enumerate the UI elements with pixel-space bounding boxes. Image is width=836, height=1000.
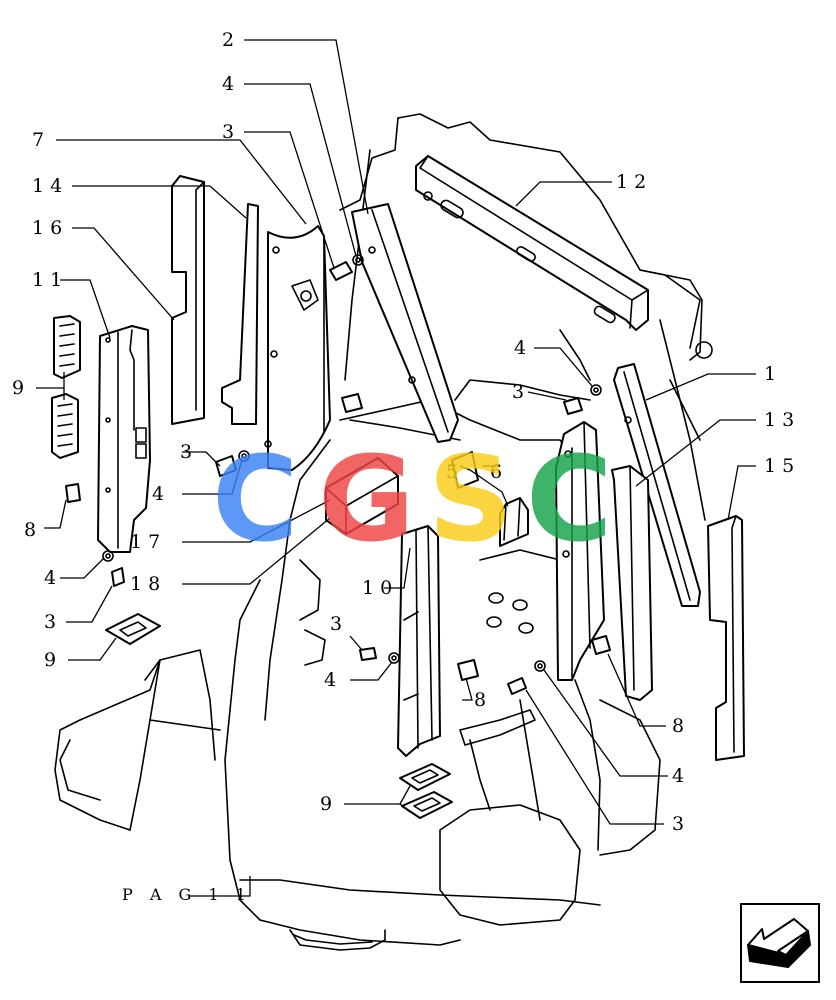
part-1-right-trim	[613, 363, 701, 607]
callout-label: 1	[764, 363, 776, 385]
callout-label: 9	[44, 649, 56, 671]
callout-label: 1 6	[32, 217, 62, 239]
watermark-letter-c1: C	[212, 430, 299, 568]
watermark-letter-c2: C	[526, 430, 613, 568]
callout-label: 4	[222, 73, 234, 95]
callout-label: 3	[330, 613, 342, 635]
fasteners	[65, 254, 611, 695]
cgsc-watermark: C G S C	[212, 430, 613, 568]
back-arrow-button[interactable]	[740, 903, 820, 983]
callout-label: 1 1	[32, 269, 62, 291]
callout-label: 6	[490, 461, 502, 483]
callout-label: 1 2	[616, 171, 646, 193]
part-16-foam-strip	[171, 175, 205, 425]
callout-label: 8	[474, 689, 486, 711]
callout-label: 4	[514, 337, 526, 359]
callout-label: 8	[672, 715, 684, 737]
watermark-letter-g: G	[318, 430, 415, 568]
callout-label: 1 3	[764, 409, 794, 431]
callout-label: 4	[152, 483, 164, 505]
callout-label: 2	[222, 29, 234, 51]
callout-label: 9	[320, 793, 332, 815]
callout-numbers: 2 4 3 7 1 4 1 6 1 1 9 8 4 3 9 1 2 4 3 1 …	[12, 29, 794, 904]
part-14-trim-strip	[221, 203, 259, 425]
cab-frame	[54, 113, 713, 951]
callout-label: 1 7	[130, 531, 160, 553]
part-13-post-cover	[611, 465, 653, 701]
callout-label: 3	[222, 121, 234, 143]
watermark-letter-s: S	[428, 430, 513, 568]
callout-label: 9	[12, 377, 24, 399]
page-reference: P A G 1 1	[122, 885, 252, 904]
callout-label: 1 0	[362, 577, 392, 599]
part-7-pillar-cover	[264, 225, 331, 471]
part-5-clip	[451, 451, 479, 489]
part-6-clip	[499, 497, 529, 547]
callout-label: 3	[512, 381, 524, 403]
callout-label: 3	[180, 441, 192, 463]
callout-label: 3	[672, 813, 684, 835]
part-12-cross-beam	[415, 155, 649, 331]
callout-label: 1 4	[32, 175, 62, 197]
callout-label: 7	[32, 129, 44, 151]
leader-lines	[36, 39, 756, 897]
callout-label: 8	[24, 519, 36, 541]
callout-label: 3	[44, 611, 56, 633]
callout-label: 4	[672, 765, 684, 787]
part-15-foam-strip	[707, 515, 745, 761]
callout-label: 1 8	[130, 573, 160, 595]
part-17-18-foam-pad	[325, 457, 399, 535]
callout-label: 5	[446, 461, 458, 483]
arrow-back-icon	[747, 918, 811, 968]
callout-label: 1 5	[764, 455, 794, 477]
part-11-side-panel	[51, 315, 151, 553]
callout-label: 4	[324, 669, 336, 691]
callout-label: 4	[44, 567, 56, 589]
part-10-center-channel	[397, 525, 441, 757]
part-9-gaskets	[105, 613, 453, 819]
part-mid-right-channel	[555, 421, 605, 681]
